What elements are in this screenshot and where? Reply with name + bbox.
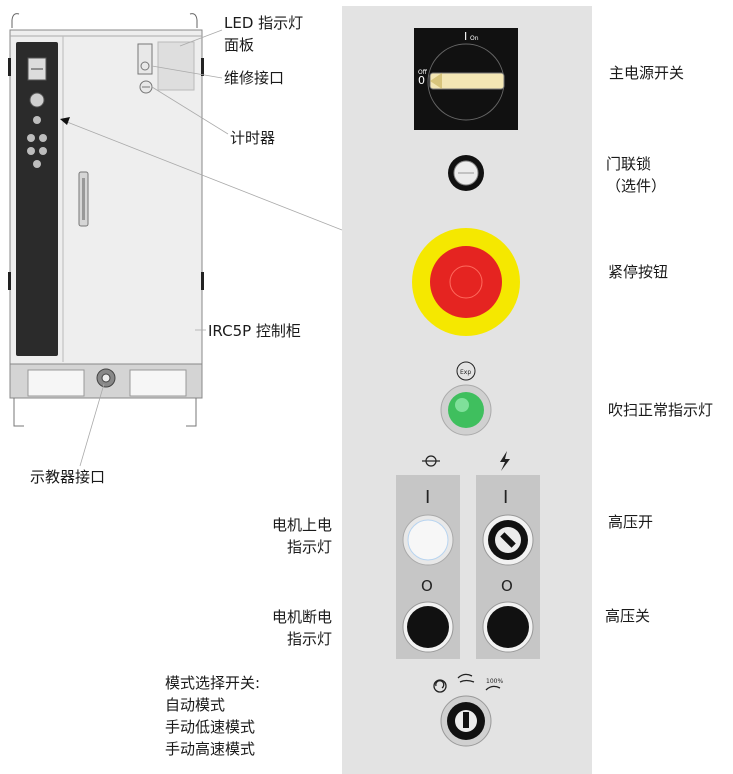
- label-hv-on: 高压开: [608, 513, 654, 531]
- label-door-interlock-line2: （选件）: [606, 177, 667, 195]
- label-service-port: 维修接口: [224, 69, 285, 87]
- on-symbol: I: [464, 30, 467, 43]
- svg-text:Exp: Exp: [460, 369, 471, 376]
- label-controller: IRC5P 控制柜: [208, 322, 301, 340]
- label-mode-switch-title: 模式选择开关:: [165, 674, 261, 692]
- label-purge-lamp: 吹扫正常指示灯: [608, 401, 714, 419]
- hv-on-key-switch[interactable]: [482, 514, 534, 566]
- lifting-hook-right: [189, 13, 198, 28]
- auto-mode-icon: [433, 679, 447, 693]
- manual-hand-100-icon: 100%: [485, 678, 503, 691]
- label-motor-off-line2: 指示灯: [286, 630, 332, 648]
- svg-text:100%: 100%: [486, 678, 503, 685]
- hv-off-mark: O: [501, 577, 513, 595]
- cabinet-front-panel: [16, 42, 58, 356]
- off-symbol: 0: [418, 74, 425, 87]
- purge-lamp: [440, 384, 492, 436]
- mode-selector-switch[interactable]: [440, 695, 492, 747]
- on-text: On: [470, 35, 479, 42]
- motor-off-button[interactable]: [402, 601, 454, 653]
- lifting-hook-left: [11, 13, 20, 28]
- label-door-interlock-line1: 门联锁: [606, 155, 652, 173]
- label-teach-port: 示教器接口: [30, 468, 106, 486]
- motor-on-mark: I: [425, 487, 430, 508]
- label-motor-off-line1: 电机断电: [271, 608, 332, 626]
- led-panel-box: [157, 41, 195, 91]
- label-timer: 计时器: [230, 129, 276, 147]
- label-mode-auto: 自动模式: [165, 696, 226, 714]
- emergency-stop-button[interactable]: [412, 228, 520, 336]
- off-text: Off: [418, 69, 428, 76]
- motor-on-lamp: [402, 514, 454, 566]
- label-motor-on-line1: 电机上电: [271, 516, 332, 534]
- label-main-switch: 主电源开关: [609, 64, 685, 82]
- label-mode-manual-low: 手动低速模式: [165, 718, 256, 736]
- label-led-panel-line1: LED 指示灯: [224, 14, 304, 32]
- manual-hand-icon: [457, 673, 475, 683]
- lightning-icon: [500, 451, 510, 471]
- label-motor-on-line2: 指示灯: [286, 538, 332, 556]
- label-led-panel-line2: 面板: [224, 36, 255, 54]
- exp-symbol: Exp: [456, 361, 476, 381]
- motor-off-mark: O: [421, 577, 433, 595]
- motor-icon: [422, 455, 440, 467]
- label-hv-off: 高压关: [605, 607, 651, 625]
- hv-off-button[interactable]: [482, 601, 534, 653]
- label-mode-manual-high: 手动高速模式: [165, 740, 256, 758]
- label-emergency-stop: 紧停按钮: [608, 263, 669, 281]
- hv-on-mark: I: [503, 487, 508, 508]
- main-power-switch[interactable]: I On Off 0: [414, 28, 518, 130]
- door-interlock[interactable]: [448, 155, 484, 191]
